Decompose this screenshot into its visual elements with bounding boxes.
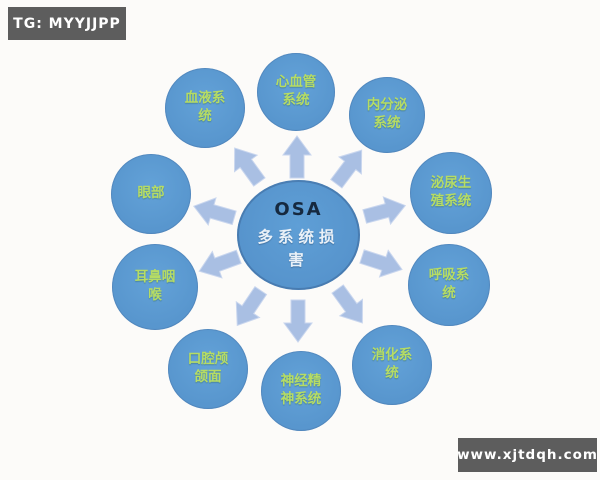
node-blood: 血液系 统 [165,68,245,148]
node-label-neuropsychiatric: 神经精 神系统 [280,373,322,407]
node-respiratory: 呼吸系 统 [408,244,490,326]
node-oral-craniofacial: 口腔颅 颌面 [168,329,248,409]
arrow-to-eye [193,197,237,226]
node-label-respiratory: 呼吸系 统 [428,267,470,301]
node-endocrine: 内分泌 系统 [349,77,425,153]
arrow-to-oral-craniofacial [235,285,268,327]
arrow-to-digestive [331,284,364,324]
radial-arrows [193,135,407,343]
node-urogenital: 泌尿生 殖系统 [410,152,492,234]
watermark-top-left: TG: MYYJJPP [8,7,126,40]
arrow-to-blood [233,147,266,187]
arrow-to-endocrine [330,149,363,189]
node-label-blood: 血液系 统 [184,90,226,124]
node-digestive: 消化系 统 [352,325,432,405]
arrow-to-respiratory [359,249,403,278]
center-node: OSA 多系统损 害 [237,180,360,290]
node-label-eye: 眼部 [137,185,165,202]
arrow-to-neuropsychiatric [283,299,313,343]
node-ent: 耳鼻咽 喉 [112,244,198,330]
node-label-ent: 耳鼻咽 喉 [134,269,176,303]
node-eye: 眼部 [111,154,191,234]
center-title: OSA [274,199,323,221]
node-cardiovascular: 心血管 系统 [257,53,335,131]
watermark-bottom-right: www.xjtdqh.com [457,438,597,472]
node-label-digestive: 消化系 统 [371,347,413,381]
node-label-cardiovascular: 心血管 系统 [275,74,317,108]
center-subtitle: 多系统损 害 [257,228,340,269]
arrow-to-urogenital [362,196,407,226]
arrow-to-cardiovascular [282,135,312,179]
node-label-endocrine: 内分泌 系统 [366,97,408,131]
arrow-to-ent [198,249,242,279]
node-label-oral-craniofacial: 口腔颅 颌面 [187,351,229,385]
node-label-urogenital: 泌尿生 殖系统 [430,175,472,209]
node-neuropsychiatric: 神经精 神系统 [261,351,341,431]
